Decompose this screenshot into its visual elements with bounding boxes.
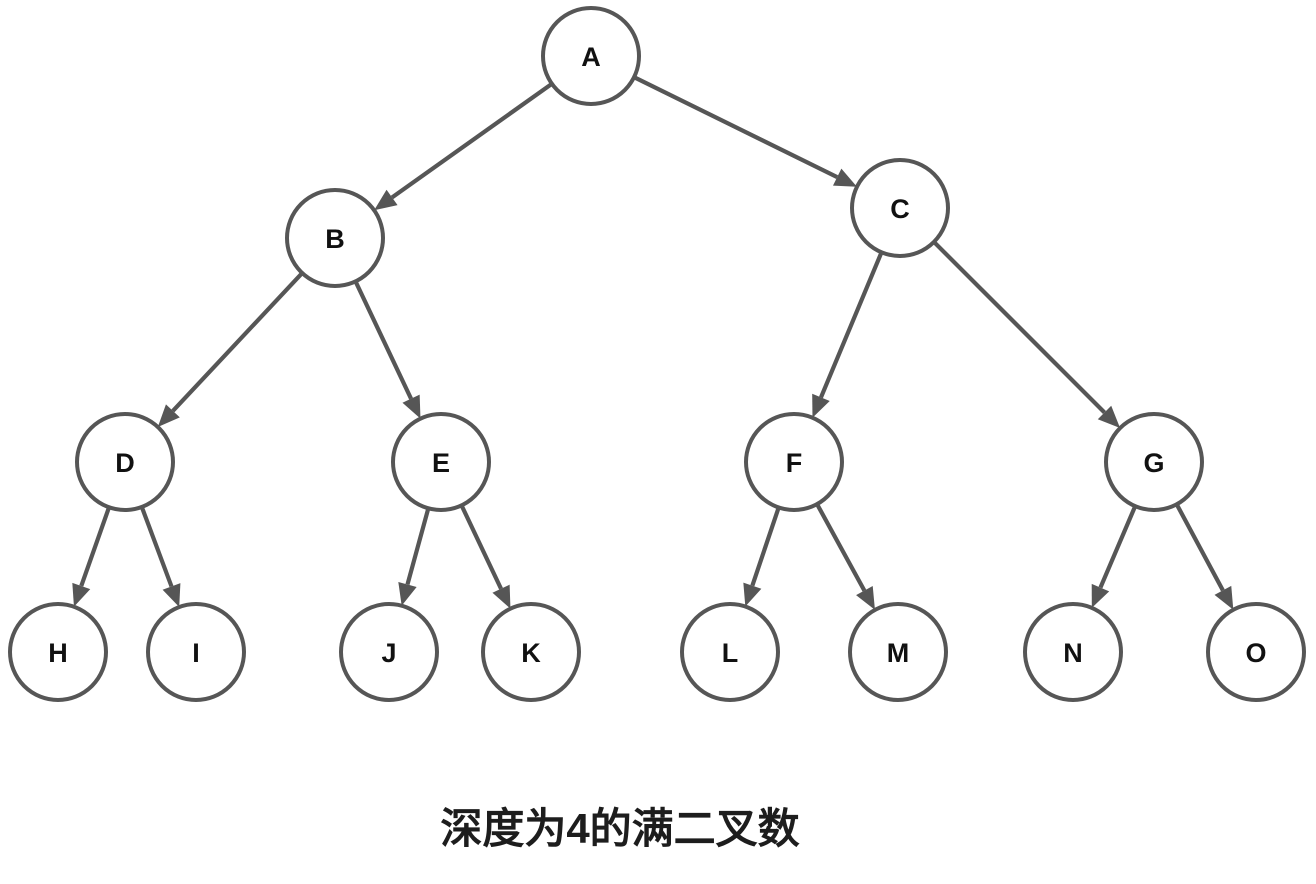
node-label: O [1245,638,1266,668]
node-circle[interactable] [1104,412,1204,512]
arrowhead-icon [1097,405,1121,429]
node-label: M [887,638,910,668]
edge-shaft [819,251,884,399]
edge-shaft [1174,503,1225,592]
edge-shaft [139,506,174,588]
tree-edge-c-g [932,240,1121,429]
tree-node-h[interactable]: H [8,602,108,702]
edge-shaft [405,507,431,586]
tree-node-c[interactable]: C [850,158,950,258]
tree-edge-e-k [459,504,511,609]
node-circle[interactable] [339,602,439,702]
node-label: J [381,638,396,668]
arrowhead-icon [157,404,180,427]
edge-shaft [390,82,554,200]
node-circle[interactable] [541,6,641,106]
tree-edge-b-e [353,280,421,419]
edge-shaft [633,75,839,179]
edge-shaft [171,271,304,413]
arrowhead-icon [1214,585,1234,610]
tree-node-m[interactable]: M [848,602,948,702]
node-circle[interactable] [1023,602,1123,702]
edge-shaft [1098,505,1138,589]
arrowhead-icon [492,584,511,609]
tree-edge-g-n [1091,505,1138,608]
edge-shaft [815,503,867,592]
tree-node-l[interactable]: L [680,602,780,702]
tree-node-n[interactable]: N [1023,602,1123,702]
tree-edge-d-i [139,506,181,608]
node-circle[interactable] [8,602,108,702]
tree-node-i[interactable]: I [146,602,246,702]
node-label: B [325,224,345,254]
node-circle[interactable] [481,602,581,702]
tree-node-d[interactable]: D [75,412,175,512]
tree-node-f[interactable]: F [744,412,844,512]
arrowhead-icon [832,168,857,187]
arrowhead-icon [72,582,91,607]
node-label: I [192,638,200,668]
arrowhead-icon [374,189,398,211]
arrowhead-icon [743,582,762,607]
arrowhead-icon [162,583,181,608]
node-circle[interactable] [848,602,948,702]
edge-shaft [750,506,781,587]
node-circle[interactable] [75,412,175,512]
node-label: L [722,638,739,668]
tree-node-o[interactable]: O [1206,602,1306,702]
node-circle[interactable] [146,602,246,702]
node-label: D [115,448,135,478]
node-label: H [48,638,68,668]
tree-node-j[interactable]: J [339,602,439,702]
arrowhead-icon [856,586,875,610]
node-circle[interactable] [285,188,385,288]
node-circle[interactable] [1206,602,1306,702]
tree-node-k[interactable]: K [481,602,581,702]
arrowhead-icon [1091,583,1110,608]
edge-shaft [79,506,112,587]
node-circle[interactable] [744,412,844,512]
node-label: E [432,448,450,478]
node-layer: A B C D E F G H I J K L M N O [8,6,1306,702]
tree-edge-c-f [812,251,884,418]
tree-node-b[interactable]: B [285,188,385,288]
tree-edge-d-h [72,506,112,607]
tree-edge-g-o [1174,503,1234,610]
tree-edge-f-m [815,503,875,610]
tree-edge-a-c [633,75,857,187]
node-label: A [581,42,601,72]
tree-edge-b-d [157,271,304,427]
tree-node-a[interactable]: A [541,6,641,106]
node-label: K [521,638,541,668]
tree-edge-e-j [398,507,431,606]
node-label: F [786,448,803,478]
arrowhead-icon [812,393,830,418]
tree-node-g[interactable]: G [1104,412,1204,512]
edge-layer [72,75,1234,610]
node-circle[interactable] [391,412,491,512]
tree-edge-a-b [374,82,554,211]
node-label: G [1143,448,1164,478]
node-label: N [1063,638,1083,668]
node-circle[interactable] [680,602,780,702]
edge-shaft [459,504,503,590]
diagram-caption: 深度为4的满二叉数 [440,805,799,852]
edge-shaft [932,240,1106,414]
edge-shaft [353,280,413,400]
arrowhead-icon [402,394,421,419]
node-circle[interactable] [850,158,950,258]
tree-node-e[interactable]: E [391,412,491,512]
node-label: C [890,194,910,224]
tree-edge-f-l [743,506,781,607]
arrowhead-icon [398,581,417,606]
